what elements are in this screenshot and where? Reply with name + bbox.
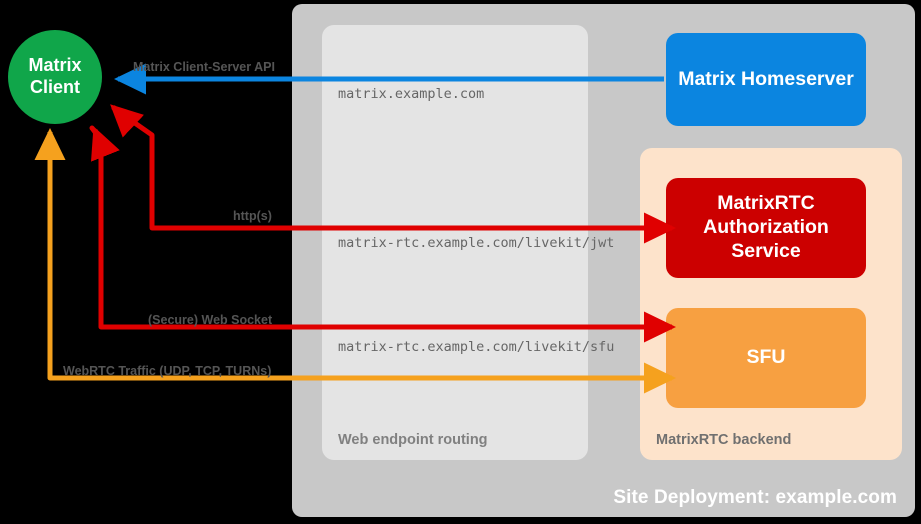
web-endpoint-routing-panel: matrix.example.com matrix-rtc.example.co… <box>322 25 614 460</box>
wire-label-secure-web-socket: (Secure) Web Socket <box>148 313 273 327</box>
endpoint-livekit-jwt: matrix-rtc.example.com/livekit/jwt <box>338 235 615 251</box>
wire-label-https: http(s) <box>233 209 272 223</box>
node-auth-line-3: Service <box>731 239 801 262</box>
endpoint-livekit-sfu: matrix-rtc.example.com/livekit/sfu <box>338 339 615 355</box>
node-matrix-client-line-1: Matrix <box>28 55 82 76</box>
wire-label-webrtc: WebRTC Traffic (UDP, TCP, TURNs) <box>63 364 272 378</box>
node-matrix-homeserver-label: Matrix Homeserver <box>678 67 854 90</box>
node-matrix-client-line-2: Client <box>29 77 80 97</box>
node-auth-line-2: Authorization <box>703 216 829 239</box>
wire-label-matrix-client-server-api: Matrix Client-Server API <box>133 60 275 74</box>
node-matrix-homeserver: Matrix Homeserver <box>666 33 866 126</box>
node-sfu-label: SFU <box>746 346 786 369</box>
node-matrixrtc-authorization-service: MatrixRTC Authorization Service <box>666 178 866 278</box>
endpoint-matrix: matrix.example.com <box>338 86 485 102</box>
site-deployment-title: Site Deployment: example.com <box>613 487 897 508</box>
node-auth-line-1: MatrixRTC <box>717 192 815 215</box>
web-endpoint-routing-label: Web endpoint routing <box>338 432 488 448</box>
matrixrtc-backend-label: MatrixRTC backend <box>656 432 792 448</box>
node-sfu: SFU <box>666 308 866 408</box>
node-matrix-client: Matrix Client <box>8 30 102 124</box>
